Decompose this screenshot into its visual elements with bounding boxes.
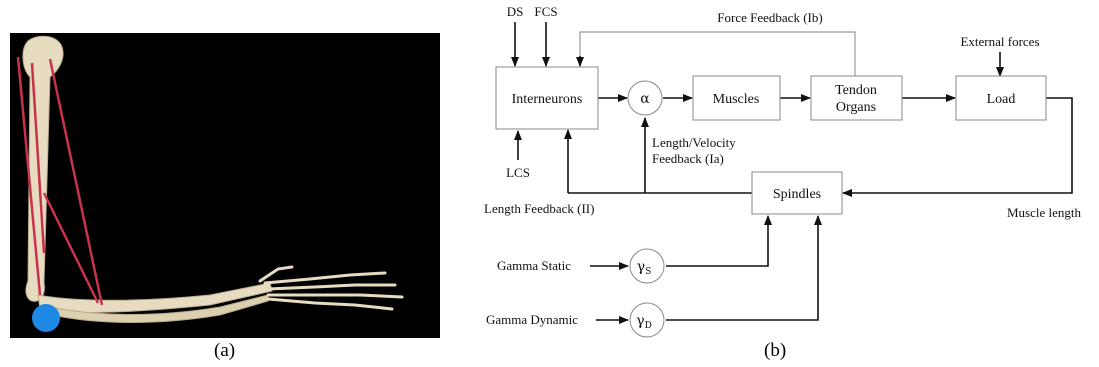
force-feedback-label: Force Feedback (Ib) [717,10,822,25]
spindles-label: Spindles [773,187,821,202]
load-label: Load [987,92,1016,107]
load-box [955,75,1047,121]
gamma-static-to-spindles [666,215,772,267]
lcs-label: LCS [506,165,530,180]
caption-b: (b) [764,340,787,361]
elbow-joint [32,304,60,332]
spindles-box [751,171,843,215]
length-velocity-label-line1: Length/Velocity [652,135,736,150]
gamma-dynamic-to-spindles [666,215,822,321]
length-velocity-label-line2: Feedback (Ia) [652,151,724,166]
muscle-length-label: Muscle length [1007,205,1082,220]
alpha-circle [627,80,663,116]
forearm-bone-2 [49,294,269,323]
force-feedback-path [579,31,856,76]
interneurons-box [495,66,599,130]
gamma-dynamic-label: Gamma Dynamic [486,312,578,327]
muscles-box [692,75,781,121]
fcs-label: FCS [534,4,557,19]
gamma-dynamic-circle [629,302,665,338]
gamma-static-circle [629,248,665,284]
length-feedback-label: Length Feedback (II) [484,201,594,216]
external-forces-label: External forces [960,34,1039,49]
arm-model-image [10,33,440,338]
muscle-lines [16,56,104,306]
gamma-dynamic-symbol: γD [636,313,652,331]
ds-label: DS [507,4,524,19]
tendon-organs-box [810,75,903,121]
caption-a: (a) [214,340,236,361]
muscle-length-path [842,97,1073,197]
hand-bones [258,265,404,311]
alpha-symbol: α [640,91,650,107]
tendon-label-line2: Organs [836,100,876,115]
gamma-static-symbol: γS [637,259,652,277]
tendon-label-line1: Tendon [835,83,877,98]
muscles-label: Muscles [713,92,760,107]
gamma-static-label: Gamma Static [497,258,571,273]
interneurons-label: Interneurons [512,92,583,107]
